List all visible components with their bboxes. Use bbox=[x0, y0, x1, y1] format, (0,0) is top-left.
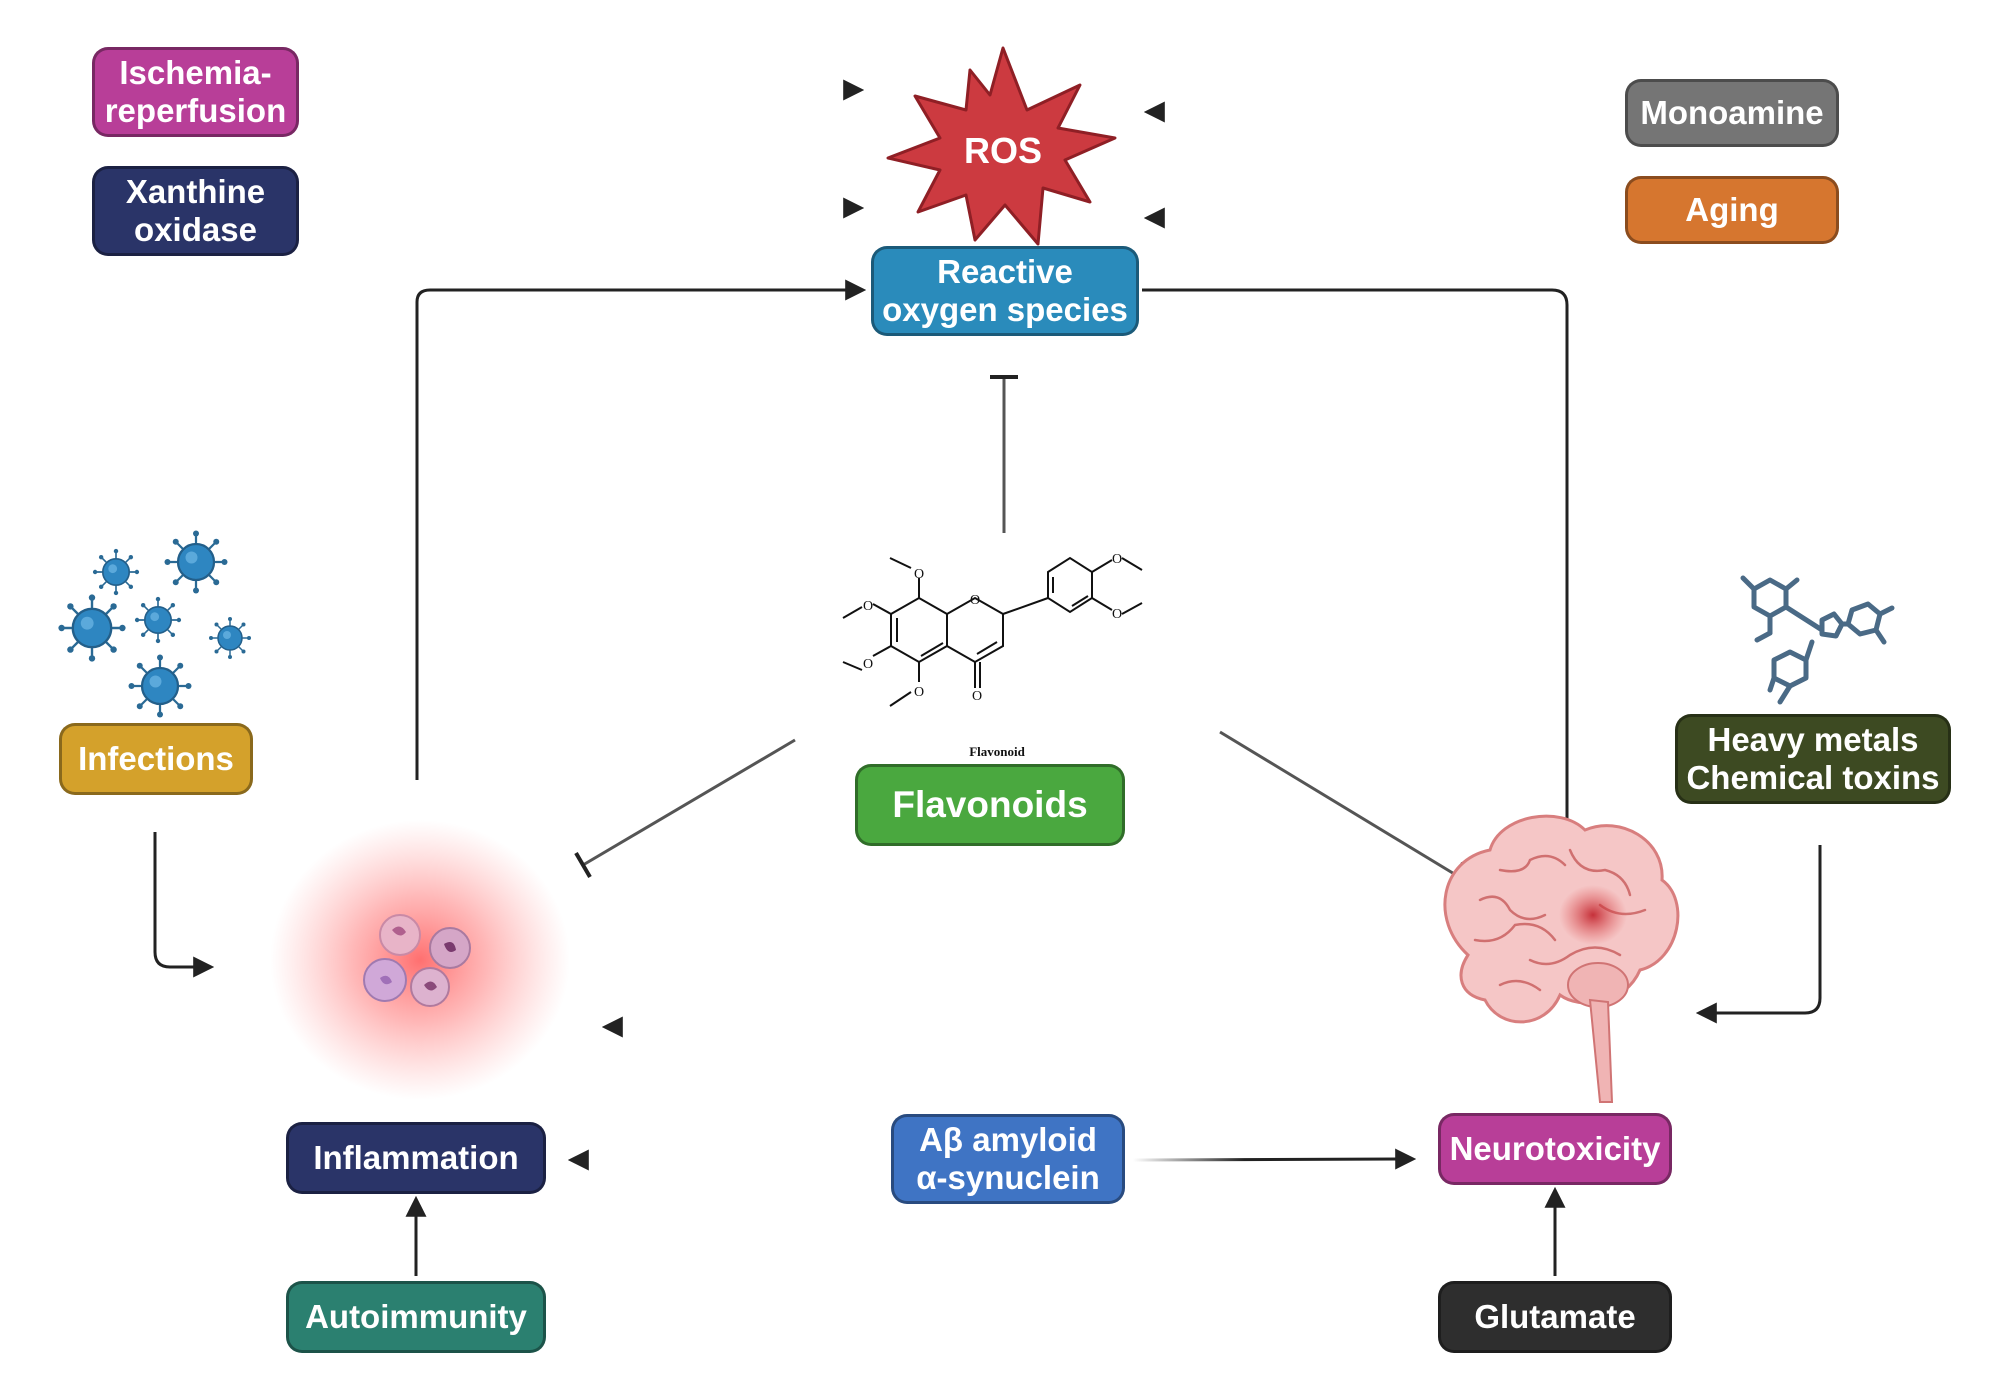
svg-text:O: O bbox=[914, 685, 924, 700]
node-abeta-amyloid-synuclein: Aβ amyloid α-synuclein bbox=[891, 1114, 1125, 1204]
virus-icon bbox=[57, 593, 127, 663]
molecule-icon bbox=[1740, 575, 1895, 705]
flavonoid-atom-labels: O O O O O O O O bbox=[863, 552, 1122, 704]
svg-text:O: O bbox=[863, 599, 873, 614]
inhibit-flavonoids-neurotoxicity bbox=[1219, 730, 1457, 877]
node-neurotoxicity: Neurotoxicity bbox=[1438, 1113, 1672, 1185]
ros-star-icon: ROS bbox=[886, 46, 1117, 246]
arrow-heavy-metals-to-neurotoxicity bbox=[1695, 845, 1822, 1024]
virus-icon bbox=[134, 596, 182, 644]
ros-star-label: ROS bbox=[964, 130, 1042, 171]
node-xanthine-oxidase: Xanthine oxidase bbox=[92, 166, 299, 256]
virus-icon bbox=[127, 653, 193, 719]
virus-icon bbox=[92, 548, 140, 596]
svg-text:O: O bbox=[1112, 552, 1122, 567]
node-reactive-oxygen-species: Reactive oxygen species bbox=[871, 246, 1139, 336]
svg-text:O: O bbox=[972, 689, 982, 704]
node-heavy-metals-chemical-toxins: Heavy metals Chemical toxins bbox=[1675, 714, 1951, 804]
inhibit-bar-inflammation bbox=[574, 851, 592, 879]
svg-text:O: O bbox=[914, 567, 924, 582]
arrow-ros-to-neurotoxicity bbox=[1142, 288, 1578, 885]
node-infections: Infections bbox=[59, 723, 253, 795]
virus-cluster bbox=[57, 529, 252, 719]
node-flavonoids: Flavonoids bbox=[855, 764, 1125, 846]
node-aging: Aging bbox=[1625, 176, 1839, 244]
virus-icon bbox=[208, 616, 252, 660]
node-monoamine: Monoamine bbox=[1625, 79, 1839, 147]
brain-icon bbox=[1443, 814, 1680, 1103]
node-inflammation: Inflammation bbox=[286, 1122, 546, 1194]
flavonoid-structure-icon bbox=[842, 556, 1143, 707]
arrow-inflammation-to-ros bbox=[415, 279, 867, 780]
node-ischemia-reperfusion: Ischemia- reperfusion bbox=[92, 47, 299, 137]
virus-icon bbox=[163, 529, 229, 595]
svg-text:O: O bbox=[1112, 607, 1122, 622]
node-autoimmunity: Autoimmunity bbox=[286, 1281, 546, 1353]
svg-text:O: O bbox=[863, 657, 873, 672]
inhibit-flavonoids-inflammation bbox=[582, 738, 796, 867]
svg-text:O: O bbox=[970, 593, 980, 608]
inflamed-cells-icon bbox=[270, 820, 570, 1100]
arrow-abeta-to-neurotoxicity bbox=[1132, 1148, 1417, 1170]
node-glutamate: Glutamate bbox=[1438, 1281, 1672, 1353]
flavonoid-caption: Flavonoid bbox=[969, 744, 1025, 759]
arrow-infections-to-inflammation bbox=[153, 832, 215, 978]
